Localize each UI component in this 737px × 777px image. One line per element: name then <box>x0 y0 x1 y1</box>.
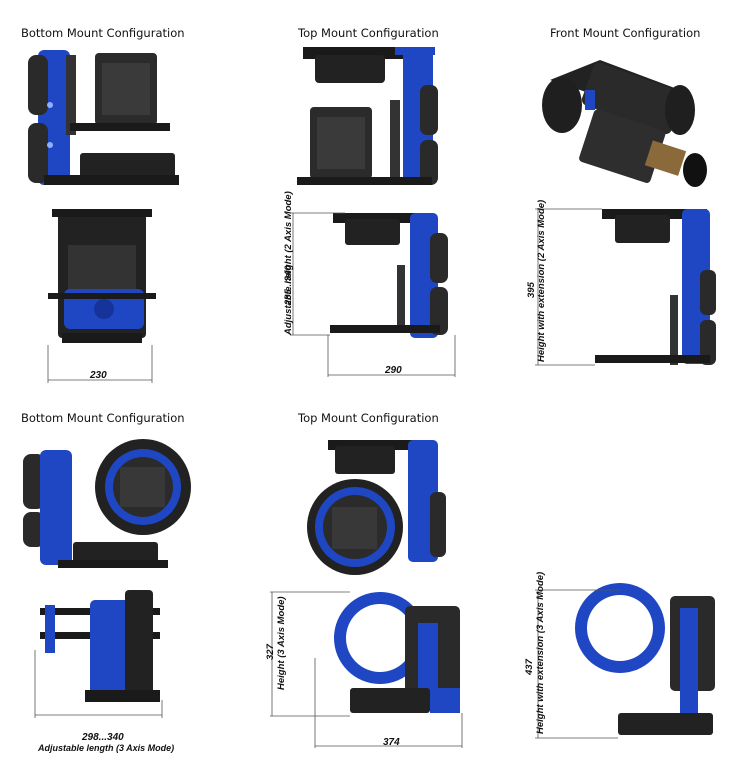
title-bottom-mount-3axis: Bottom Mount Configuration <box>21 411 185 425</box>
dimension-395-label: Height with extension (2 Axis Mode) <box>536 199 547 362</box>
dimension-298-340-label: Adjustable length (3 Axis Mode) <box>38 743 175 753</box>
dimension-437-label: Height with extension (3 Axis Mode) <box>535 571 546 734</box>
gimbal-bottom-mount-width-view <box>47 209 156 383</box>
gimbal-extension-3axis-dim-view <box>535 583 715 739</box>
dimension-374: 374 <box>383 737 400 748</box>
title-top-mount-2axis: Top Mount Configuration <box>298 26 439 40</box>
gimbal-top-mount-3axis-render <box>307 440 446 575</box>
title-top-mount-3axis: Top Mount Configuration <box>298 411 439 425</box>
title-bottom-mount-2axis: Bottom Mount Configuration <box>21 26 185 40</box>
dimension-327: 327 <box>265 644 276 660</box>
gimbal-front-mount-height-view <box>535 208 716 366</box>
dimension-230: 230 <box>90 370 107 381</box>
dimension-285-340-label: Adjustable height (2 Axis Mode) <box>283 191 294 335</box>
dimension-437: 437 <box>524 659 535 675</box>
gimbal-bottom-mount-length-view <box>34 590 163 718</box>
gimbal-bottom-mount-2axis-render <box>28 50 179 185</box>
dimension-298-340: 298...340 <box>82 732 124 743</box>
gimbal-top-mount-height-view <box>290 212 456 377</box>
gimbal-top-mount-3axis-dim-view <box>270 591 463 748</box>
title-front-mount: Front Mount Configuration <box>550 26 701 40</box>
dimension-327-label: Height (3 Axis Mode) <box>276 596 287 690</box>
gimbal-front-mount-render <box>542 60 707 187</box>
gimbal-bottom-mount-3axis-render <box>23 439 191 568</box>
gimbal-top-mount-2axis-render <box>297 47 438 185</box>
dimension-290: 290 <box>385 365 402 376</box>
